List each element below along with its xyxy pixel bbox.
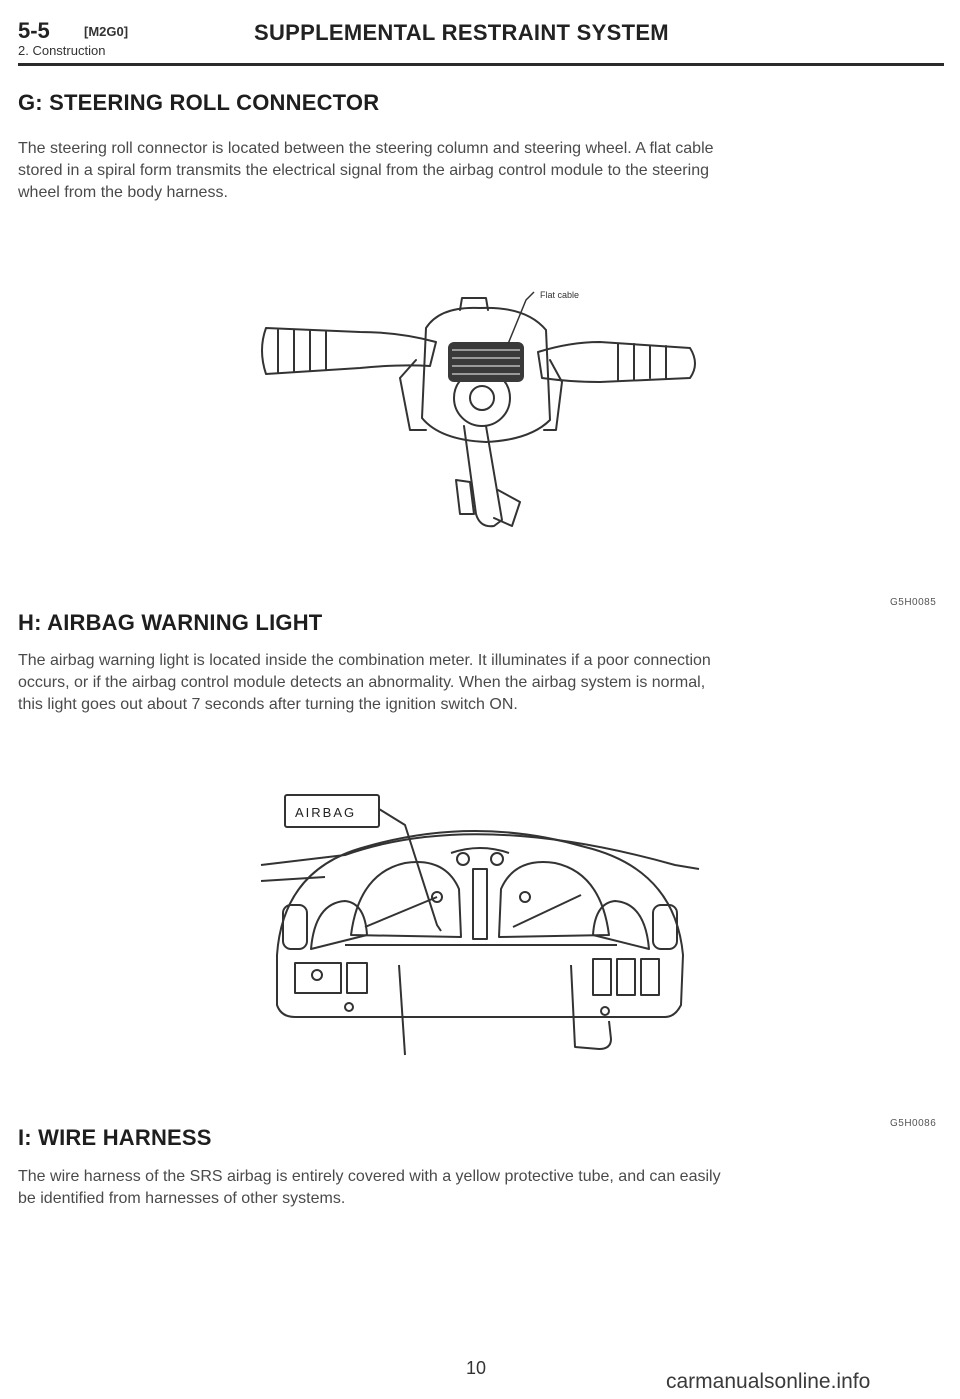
watermark-text: carmanualsonline.info [666,1370,871,1393]
section-number: 5-5 [18,18,50,43]
page-header: 5-5 [M2G0] 2. Construction SUPPLEMENTAL … [18,18,942,66]
section-i-paragraph: The wire harness of the SRS airbag is en… [18,1166,946,1210]
paragraph-line: be identified from harnesses of other sy… [18,1190,346,1207]
paragraph-line: The wire harness of the SRS airbag is en… [18,1168,721,1185]
section-i-heading: I: WIRE HARNESS [18,1125,212,1150]
section-code: [M2G0] [84,24,129,39]
combination-meter-figure: AIRBAG [260,794,700,1056]
figure-code: G5H0085 [890,597,937,608]
section-h-paragraph: The airbag warning light is located insi… [18,650,946,716]
subsection-label: 2. Construction [18,43,106,58]
flat-cable-callout: Flat cable [540,290,579,300]
airbag-indicator-label: AIRBAG [295,805,356,820]
paragraph-line: stored in a spiral form transmits the el… [18,162,709,179]
paragraph-line: wheel from the body harness. [18,184,228,201]
section-g-heading: G: STEERING ROLL CONNECTOR [18,90,380,115]
figure-code: G5H0086 [890,1118,937,1129]
paragraph-line: this light goes out about 7 seconds afte… [18,696,518,713]
paragraph-line: The airbag warning light is located insi… [18,652,711,669]
section-g-paragraph: The steering roll connector is located b… [18,138,946,204]
page-number: 10 [466,1358,487,1378]
paragraph-line: occurs, or if the airbag control module … [18,674,706,691]
section-h-heading: H: AIRBAG WARNING LIGHT [18,610,323,635]
page-title: SUPPLEMENTAL RESTRAINT SYSTEM [254,20,669,45]
steering-roll-connector-figure: Flat cable [261,290,696,528]
header-divider [18,63,944,66]
paragraph-line: The steering roll connector is located b… [18,140,714,157]
